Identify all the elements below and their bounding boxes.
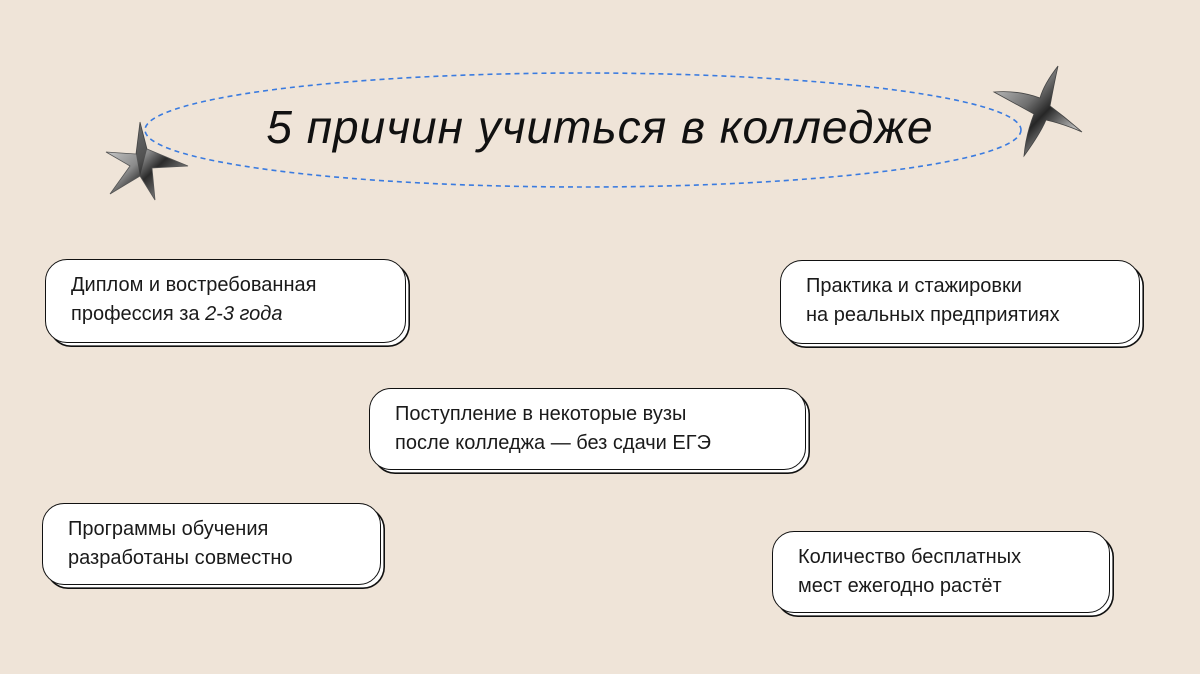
reason-card-1-line2: профессия за 2-3 года [71, 303, 283, 325]
reason-card-3-line2: после колледжа — без сдачи ЕГЭ [395, 432, 711, 454]
reason-card-4: Программы обучения разработаны совместно [42, 503, 381, 585]
reason-card-3-line1: Поступление в некоторые вузы [395, 403, 687, 425]
reason-card-4-line2: разработаны совместно [68, 547, 293, 569]
star-icon-left [105, 121, 189, 201]
reason-card-5-line2: мест ежегодно растёт [798, 575, 1002, 597]
reason-card-2-line2: на реальных предприятиях [806, 304, 1060, 326]
reason-card-5: Количество бесплатных мест ежегодно раст… [772, 531, 1110, 613]
reason-card-1-line1: Диплом и востребованная [71, 274, 317, 296]
reason-card-1: Диплом и востребованная профессия за 2-3… [45, 259, 406, 343]
reason-card-5-line1: Количество бесплатных [798, 546, 1022, 568]
page-title: 5 причин учиться в колледже [266, 101, 934, 153]
reason-card-1-emphasis: 2-3 года [205, 303, 283, 325]
reason-card-3: Поступление в некоторые вузы после колле… [369, 388, 806, 470]
star-icon-right [992, 65, 1083, 158]
reason-card-2: Практика и стажировки на реальных предпр… [780, 260, 1140, 344]
reason-card-2-line1: Практика и стажировки [806, 275, 1022, 297]
reason-card-4-line1: Программы обучения [68, 518, 269, 540]
